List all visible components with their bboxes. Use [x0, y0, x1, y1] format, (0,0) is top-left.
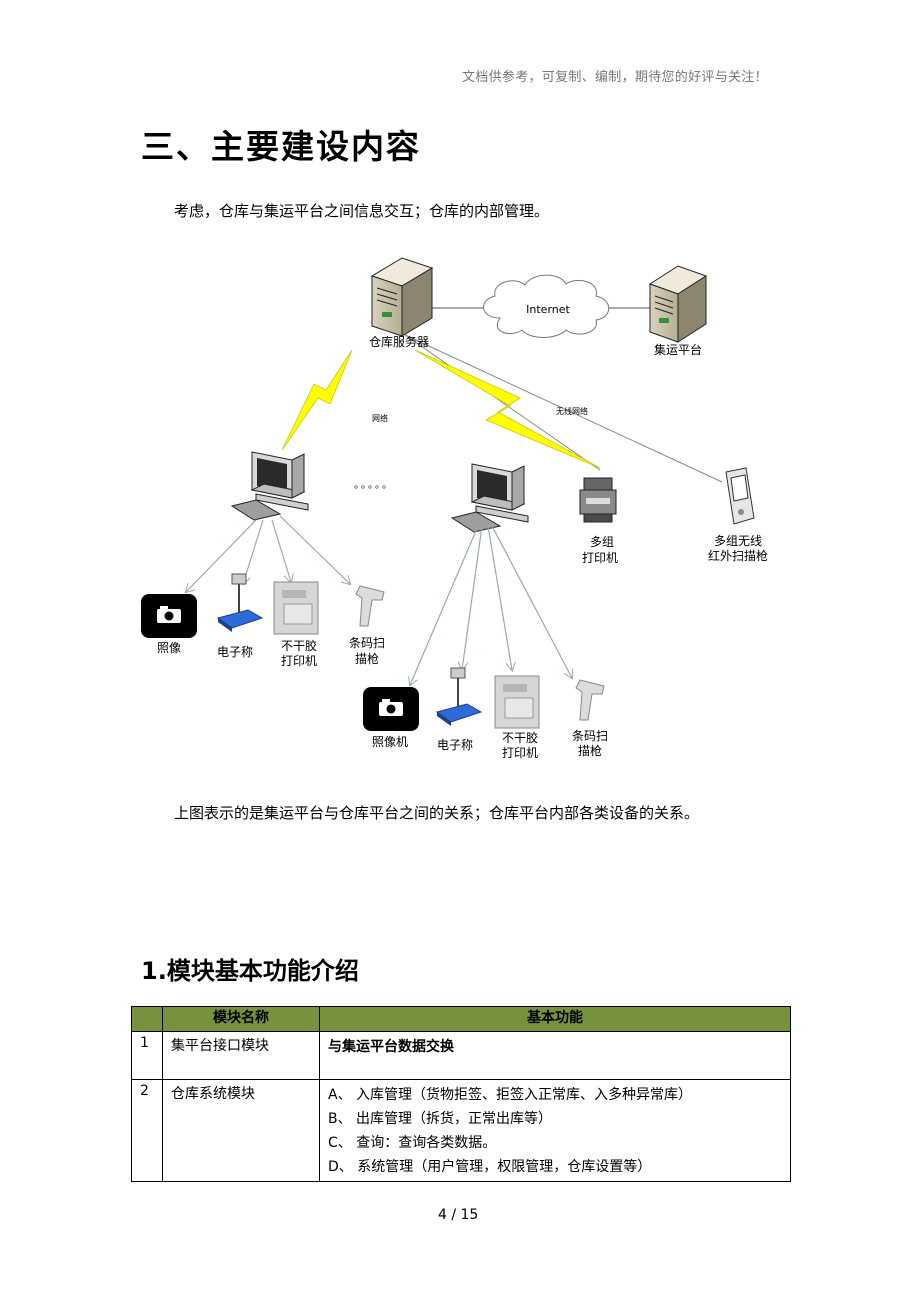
g2-label-printer-label-2: 打印机	[502, 746, 538, 760]
label-printer-icon	[273, 581, 319, 635]
scale-icon	[216, 573, 264, 632]
internet-label: Internet	[526, 303, 570, 316]
g1-barcode-label-2: 描枪	[355, 651, 379, 666]
workstation-icon	[230, 451, 309, 521]
g2-barcode-label-2: 描枪	[578, 743, 602, 758]
internet-cloud: Internet	[483, 274, 610, 338]
platform-server-icon	[648, 265, 708, 343]
function-item: C、 查询：查询各类数据。	[328, 1135, 497, 1151]
warehouse-server-icon	[370, 257, 434, 337]
barcode-scanner-icon	[355, 585, 385, 627]
g1-barcode-label-1: 条码扫	[349, 636, 385, 650]
g1-scale-label: 电子称	[217, 645, 253, 659]
scanners-label-2: 红外扫描枪	[708, 548, 768, 563]
workstation-icon	[450, 463, 529, 533]
row-functions: A、 入库管理（货物拒签、拒签入正常库、入多种异常库） B、 出库管理（拆货，正…	[319, 1079, 791, 1182]
function-item: 与集运平台数据交换	[328, 1039, 454, 1055]
g1-label-printer-label-2: 打印机	[281, 654, 317, 668]
page-number: 4 / 15	[438, 1207, 479, 1223]
scanners-label-1: 多组无线	[714, 534, 762, 548]
printers-label-1: 多组	[590, 535, 614, 549]
lightning-bolt-icon	[281, 349, 353, 451]
section-title: 三、主要建设内容	[141, 127, 421, 166]
g1-camera-label: 照像	[157, 641, 181, 655]
g2-label-printer-label-1: 不干胶	[502, 730, 538, 745]
table-header-functions: 基本功能	[319, 1006, 791, 1032]
scale-icon	[435, 667, 483, 726]
table-header-name: 模块名称	[162, 1006, 320, 1032]
device-arrows	[186, 515, 572, 685]
row-no: 2	[131, 1079, 163, 1182]
network-diagram: Internet 仓库服务器 集运平台 网络 无线网络 。。。。。	[141, 257, 768, 760]
diagram-caption: 上图表示的是集运平台与仓库平台之间的关系；仓库平台内部各类设备的关系。	[174, 804, 700, 822]
platform-label: 集运平台	[654, 342, 702, 357]
row-module-name: 仓库系统模块	[162, 1079, 320, 1182]
row-module-name: 集平台接口模块	[162, 1031, 320, 1080]
table-row: 2 仓库系统模块 A、 入库管理（货物拒签、拒签入正常库、入多种异常库） B、 …	[131, 1079, 791, 1182]
table-row: 1 集平台接口模块 与集运平台数据交换	[131, 1031, 791, 1080]
connection-lines	[404, 307, 723, 483]
g1-label-printer-label-1: 不干胶	[281, 638, 317, 653]
wireless-network-label: 无线网络	[556, 406, 588, 416]
g2-barcode-label-1: 条码扫	[572, 729, 608, 743]
function-item: A、 入库管理（货物拒签、拒签入正常库、入多种异常库）	[328, 1087, 693, 1103]
row-functions: 与集运平台数据交换	[319, 1031, 791, 1080]
function-item: B、 出库管理（拆货，正常出库等）	[328, 1111, 553, 1127]
table-header-row: 模块名称 基本功能	[131, 1006, 791, 1032]
camera-icon	[363, 687, 419, 731]
row-no: 1	[131, 1031, 163, 1080]
ellipsis-dots: 。。。。。	[354, 480, 394, 491]
subsection-title: 1.模块基本功能介绍	[141, 957, 359, 985]
warehouse-server-label: 仓库服务器	[369, 334, 429, 349]
barcode-scanner-icon	[575, 679, 605, 721]
printers-label-2: 打印机	[582, 551, 618, 565]
intro-paragraph: 考虑，仓库与集运平台之间信息交互；仓库的内部管理。	[174, 202, 550, 220]
table-header-no	[131, 1006, 163, 1032]
printer-icon	[579, 477, 617, 523]
handheld-terminal-icon	[725, 467, 755, 525]
camera-icon	[141, 594, 197, 638]
g2-scale-label: 电子称	[437, 738, 473, 752]
lightning-bolt-icon	[414, 349, 601, 469]
network-label: 网络	[372, 413, 388, 423]
function-item: D、 系统管理（用户管理，权限管理，仓库设置等）	[328, 1159, 652, 1175]
header-note: 文档供参考，可复制、编制，期待您的好评与关注！	[462, 70, 768, 85]
label-printer-icon	[494, 675, 540, 729]
module-table: 模块名称 基本功能 1 集平台接口模块 与集运平台数据交换 2 仓库系统模块 A…	[131, 1006, 791, 1182]
g2-camera-label: 照像机	[372, 735, 408, 749]
